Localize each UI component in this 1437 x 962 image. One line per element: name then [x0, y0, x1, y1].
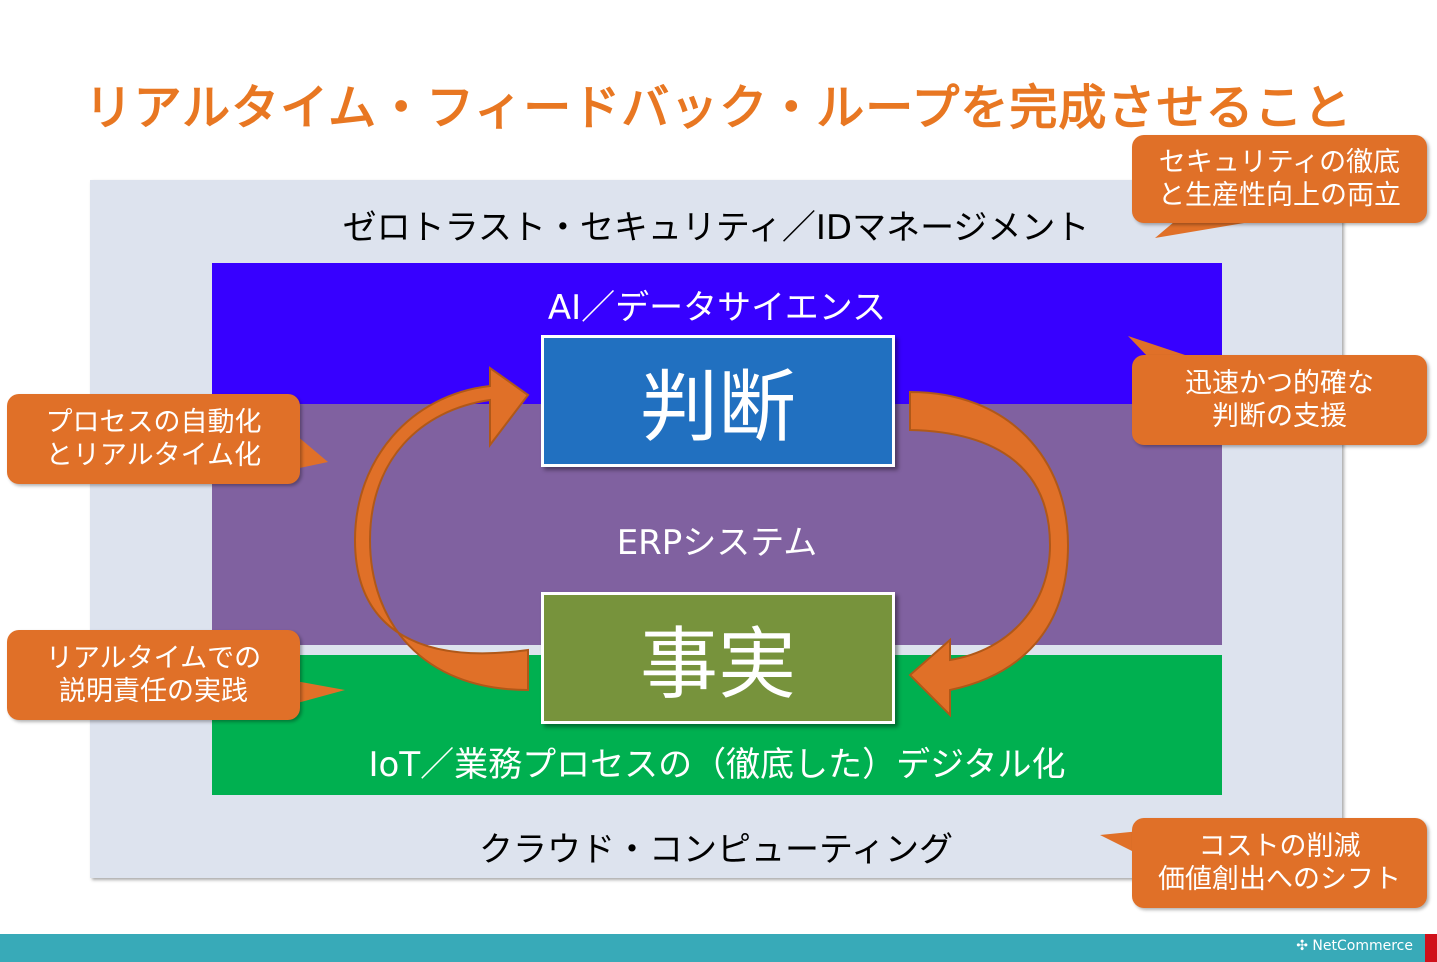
callout-cost: コストの削減価値創出へのシフト: [1132, 818, 1427, 908]
callout-line: と生産性向上の両立: [1158, 180, 1401, 211]
callout-line: とリアルタイム化: [45, 440, 262, 471]
erp-label: ERPシステム: [616, 523, 818, 563]
iot-label: IoT／業務プロセスの（徹底した）デジタル化: [368, 745, 1066, 785]
netcommerce-logo: ✣ NetCommerce: [1296, 938, 1413, 954]
callout-line: 説明責任の実践: [58, 676, 248, 707]
callout-automation: プロセスの自動化とリアルタイム化: [7, 394, 300, 484]
callout-line: 価値創出へのシフト: [1158, 864, 1401, 895]
callout-line: 迅速かつ的確な: [1185, 368, 1374, 399]
callout-accountability: リアルタイムでの説明責任の実践: [7, 630, 300, 720]
callout-decision: 迅速かつ的確な判断の支援: [1132, 355, 1427, 445]
callout-line: コストの削減: [1198, 831, 1361, 862]
callout-security: セキュリティの徹底と生産性向上の両立: [1132, 135, 1427, 223]
footer-bar: [0, 934, 1425, 962]
zero-trust-label: ゼロトラスト・セキュリティ／IDマネージメント: [342, 208, 1090, 248]
footer-accent: [1425, 934, 1437, 962]
logo-text: NetCommerce: [1312, 938, 1413, 954]
callout-tail: [290, 680, 345, 705]
up-arrow-icon: [353, 366, 530, 692]
callout-line: セキュリティの徹底: [1158, 147, 1401, 178]
fact-box: 事実: [541, 592, 895, 724]
logo-icon: ✣: [1296, 938, 1313, 954]
callout-line: リアルタイムでの: [45, 643, 262, 674]
ai-label: AI／データサイエンス: [547, 288, 887, 328]
down-arrow-icon: [908, 390, 1070, 718]
callout-line: 判断の支援: [1212, 401, 1347, 432]
judgment-box: 判断: [541, 335, 895, 467]
page-title: リアルタイム・フィードバック・ループを完成させること: [84, 80, 1353, 136]
cloud-label: クラウド・コンピューティング: [479, 830, 953, 870]
callout-line: プロセスの自動化: [45, 407, 262, 438]
